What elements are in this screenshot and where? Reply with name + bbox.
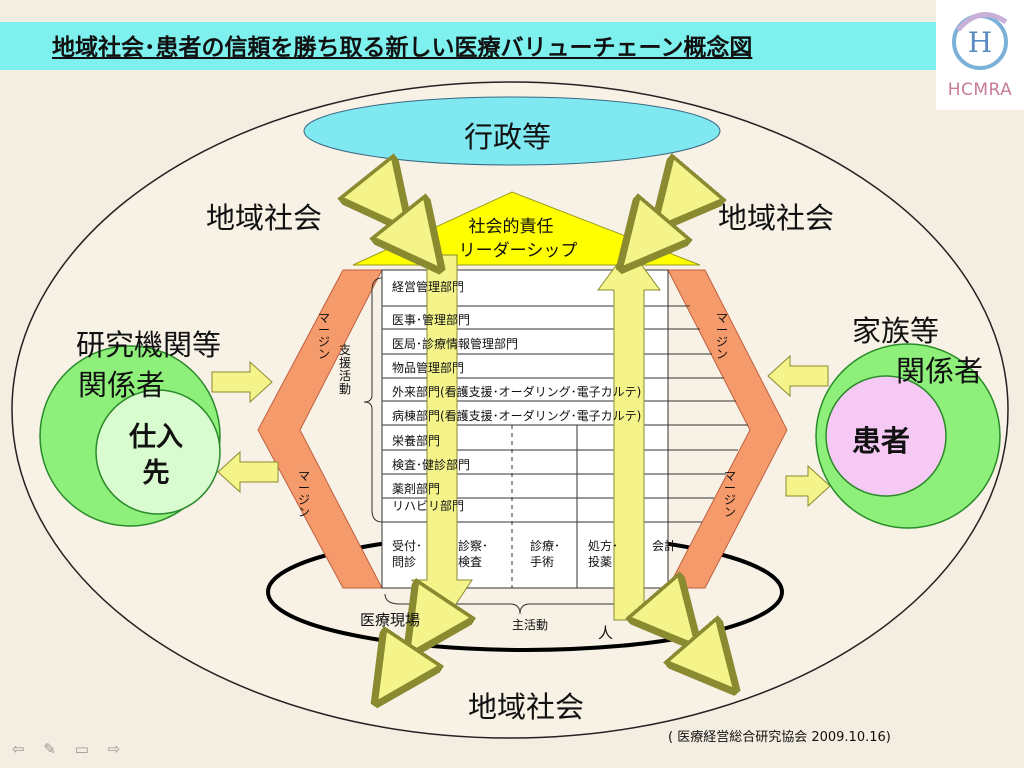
page-title: 地域社会･患者の信頼を勝ち取る新しい医療バリューチェーン概念図: [52, 35, 753, 61]
family-stakeholder-label: 関係者: [896, 354, 984, 388]
margin-label: マージン: [724, 469, 737, 519]
roof-label-responsibility: 社会的責任: [468, 217, 554, 237]
support-row: 医局･診療情報管理部門: [392, 337, 519, 351]
logo-text: HCMRA: [947, 80, 1013, 100]
credit-text: ( 医療経営総合研究協会 2009.10.16): [668, 730, 891, 745]
community-label-left: 地域社会: [206, 201, 323, 235]
family-label: 家族等: [852, 314, 940, 348]
people-label: 人: [598, 624, 614, 642]
slide-nav: ⇦ ✎ ▭ ⇨: [12, 740, 134, 758]
primary-column: 診察･検査: [458, 539, 489, 569]
support-row: 栄養部門: [392, 434, 441, 448]
svg-text:H: H: [968, 26, 992, 59]
support-brace: [363, 277, 383, 523]
primary-activity-label: 主活動: [512, 618, 549, 632]
menu-icon[interactable]: ▭: [74, 740, 89, 758]
primary-column: 診療･手術: [530, 539, 561, 569]
research-stakeholder-label: 関係者: [78, 368, 166, 402]
community-label-right: 地域社会: [718, 201, 835, 235]
arrow-from-patient-upper: [767, 354, 829, 398]
arrow-from-table-left-lower: [217, 450, 279, 494]
logo-emblem-icon: H: [952, 12, 1008, 70]
hcmra-logo: H: [936, 0, 1024, 110]
arrow-to-table-left-upper: [211, 360, 273, 404]
arrow-right-icon[interactable]: ⇨: [107, 740, 121, 758]
support-row: 物品管理部門: [392, 361, 465, 375]
roof-label-leadership: リーダーシップ: [458, 241, 578, 261]
support-row: 医事･管理部門: [392, 313, 471, 327]
support-row: リハビリ部門: [392, 499, 465, 513]
supplier-label: 仕入先: [129, 422, 183, 489]
support-row: 経営管理部門: [392, 280, 465, 294]
patient-label: 患者: [852, 424, 911, 458]
gyosei-label: 行政等: [464, 120, 552, 154]
primary-column: 処方･投薬: [588, 539, 619, 569]
diag-arrow-top-left: [388, 204, 420, 244]
margin-label: マージン: [298, 469, 311, 519]
support-row: 薬剤部門: [392, 482, 441, 496]
support-row: 病棟部門(看護支援･オーダリング･電子カルテ): [392, 409, 642, 423]
margin-label: マージン: [318, 311, 331, 361]
pen-icon[interactable]: ✎: [43, 740, 56, 758]
primary-column: 会計: [652, 539, 677, 553]
arrow-to-patient-lower: [785, 464, 831, 508]
diag-arrow-bottom-left: [394, 628, 426, 676]
margin-label: マージン: [716, 311, 729, 361]
medical-field-label: 医療現場: [360, 611, 421, 629]
support-row: 外来部門(看護支援･オーダリング･電子カルテ): [392, 385, 642, 399]
diag-arrow-bottom-right: [676, 622, 714, 666]
arrow-left-icon[interactable]: ⇦: [12, 740, 25, 758]
title-bar: [0, 22, 936, 70]
community-label-bottom: 地域社会: [468, 690, 585, 724]
research-label: 研究機関等: [76, 328, 222, 362]
support-activity-label: 支援活動: [338, 343, 351, 396]
supplier-circle: [95, 389, 221, 515]
gyosei-ellipse: [303, 96, 721, 166]
patient-circle: [825, 375, 947, 497]
support-row: 検査･健診部門: [392, 458, 471, 472]
diag-arrow-top-right: [642, 204, 676, 244]
primary-column: 受付･問診: [392, 539, 423, 569]
